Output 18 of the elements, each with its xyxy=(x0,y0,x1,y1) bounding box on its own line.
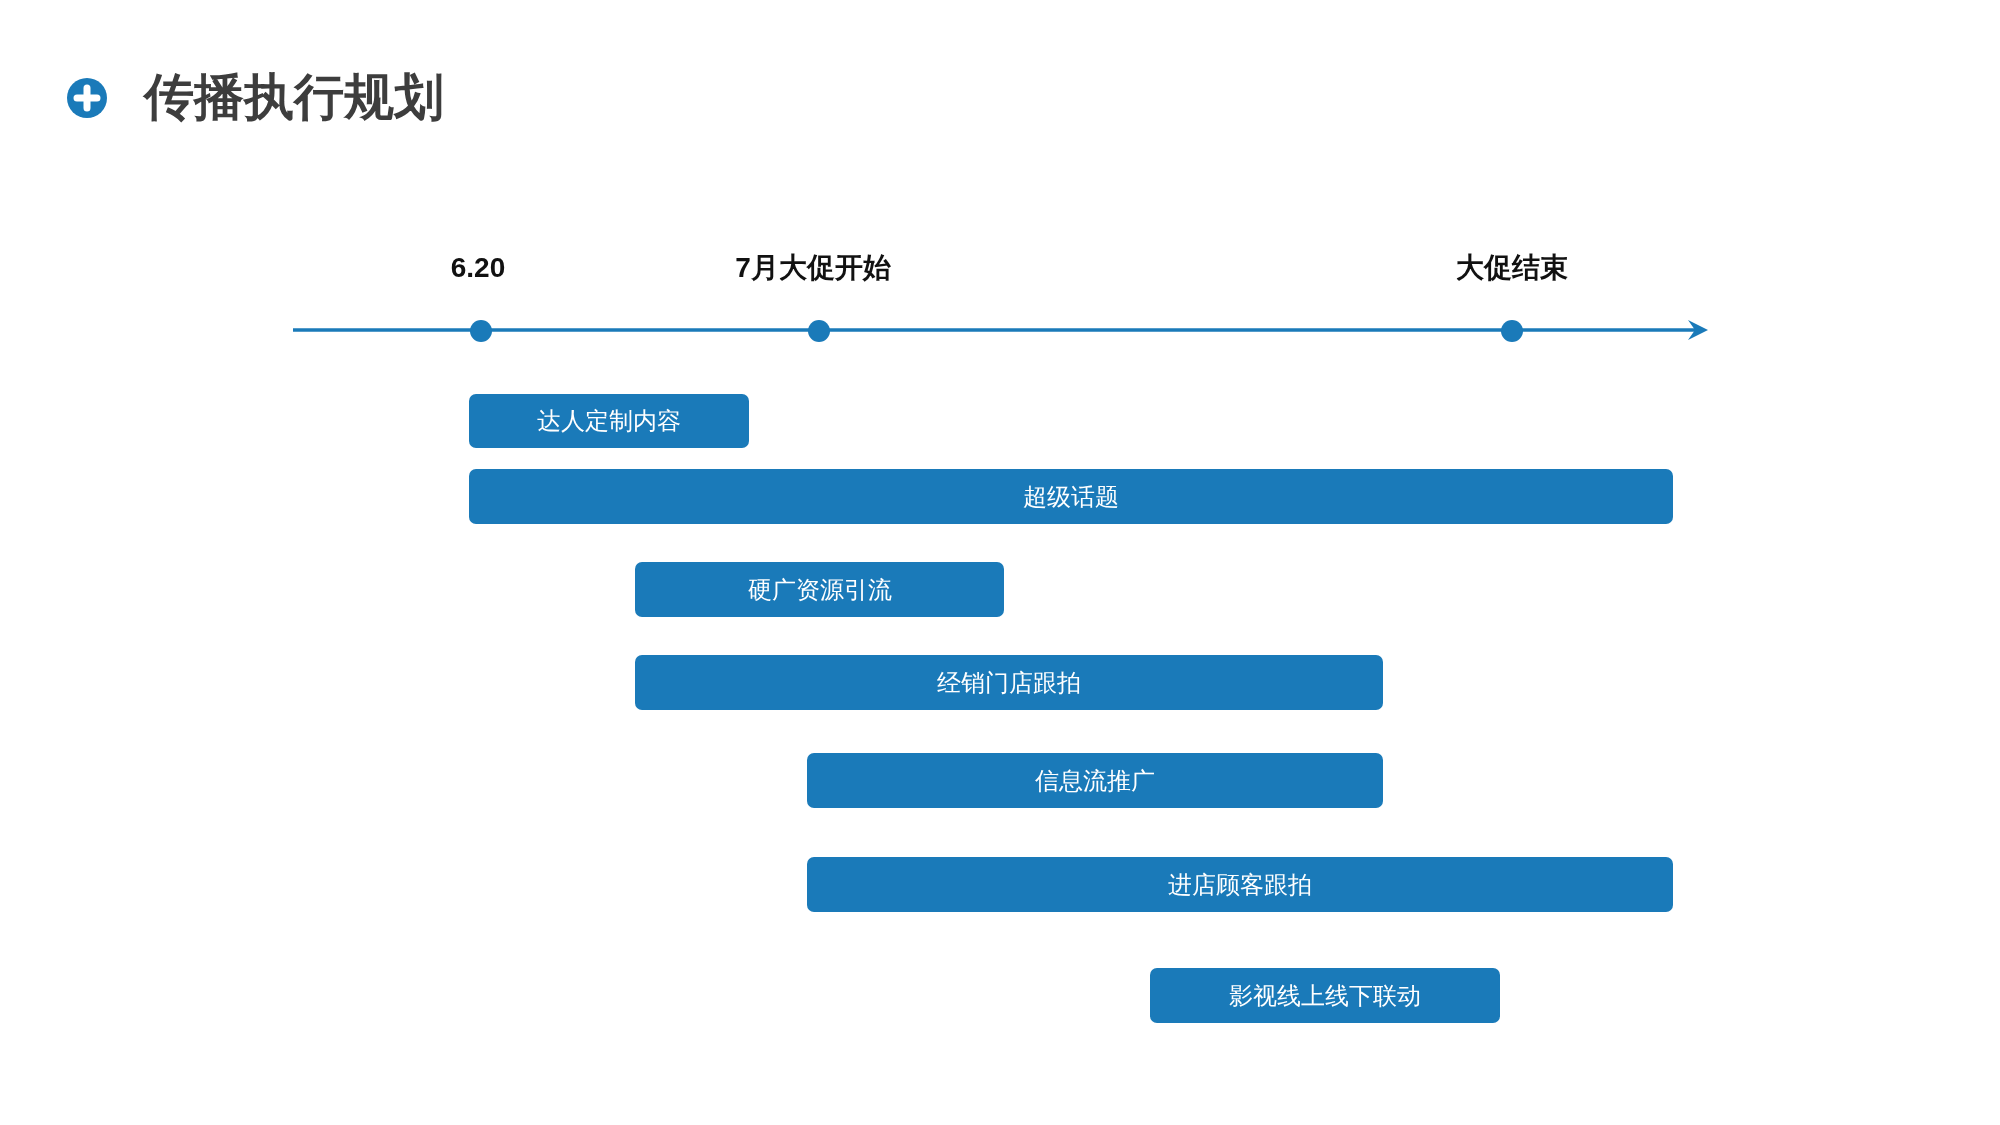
task-label: 信息流推广 xyxy=(1035,765,1155,796)
task-bar xyxy=(469,469,1673,524)
task-bar xyxy=(635,655,1383,710)
task-label: 达人定制内容 xyxy=(537,406,681,436)
task-label: 硬广资源引流 xyxy=(747,574,892,605)
milestone-label: 7月大促开始 xyxy=(735,251,891,285)
milestone-label: 6.20 xyxy=(450,251,506,285)
task-bar xyxy=(807,857,1673,912)
task-label: 超级话题 xyxy=(1023,481,1119,512)
task-bar xyxy=(1150,968,1500,1023)
page-title: 传播执行规划 xyxy=(144,68,444,127)
task-bar xyxy=(469,394,749,448)
task-label: 进店顾客跟拍 xyxy=(1168,869,1312,900)
milestone-label: 大促结束 xyxy=(1456,251,1568,285)
task-bar xyxy=(807,753,1383,808)
task-bar xyxy=(635,562,1004,617)
task-label: 经销门店跟拍 xyxy=(937,667,1081,698)
task-label: 影视线上线下联动 xyxy=(1229,980,1421,1011)
